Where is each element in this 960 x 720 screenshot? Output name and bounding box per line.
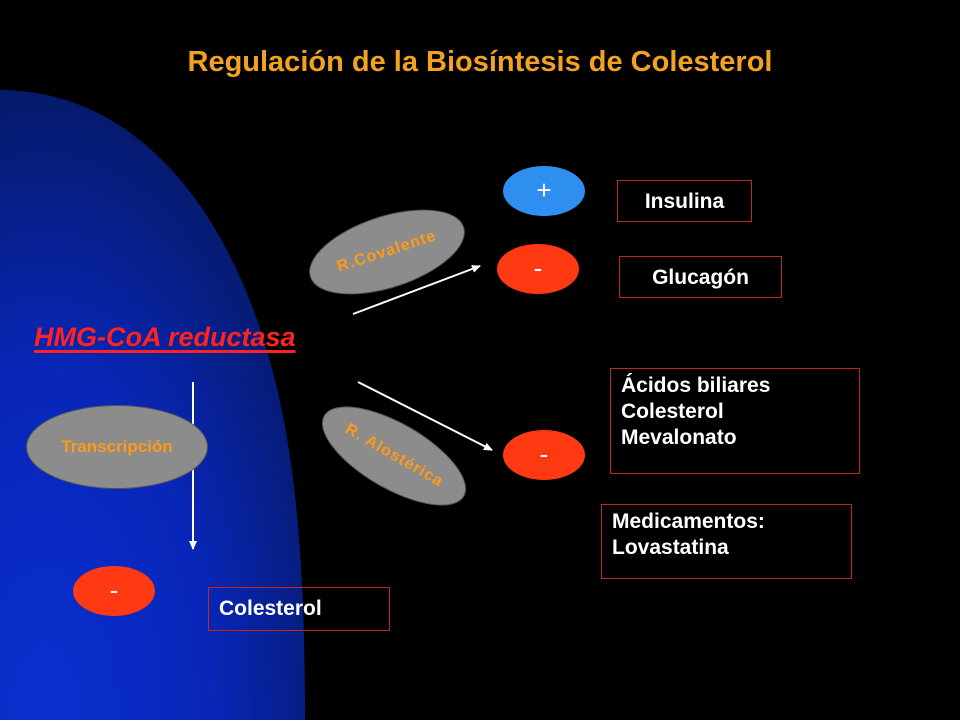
transcription-ellipse: Transcripción: [26, 405, 208, 489]
transcription-label: Transcripción: [61, 437, 173, 456]
drugs-box: Medicamentos: Lovastatina: [601, 504, 852, 579]
glucagon-box: Glucagón: [619, 256, 782, 298]
arrow-allosteric: [357, 381, 493, 451]
insulina-box: Insulina: [617, 180, 752, 222]
slide-title: Regulación de la Biosíntesis de Colester…: [187, 46, 773, 78]
insulin-positive-sign: +: [503, 166, 585, 216]
drugs-heading: Medicamentos:: [612, 510, 765, 533]
inhibitor-mevalonate: Mevalonato: [621, 426, 737, 449]
colesterol-box: Colesterol: [208, 587, 390, 631]
arrow-covalent: [352, 265, 481, 315]
inhibitor-bile-acids: Ácidos biliares: [621, 374, 771, 397]
drug-lovastatin: Lovastatina: [612, 536, 729, 559]
allosteric-negative-sign: -: [503, 430, 585, 480]
enzyme-label: HMG-CoA reductasa: [34, 322, 296, 352]
allosteric-inhibitors-box: Ácidos biliares Colesterol Mevalonato: [610, 368, 860, 474]
inhibitor-cholesterol: Colesterol: [621, 400, 724, 423]
glucagon-negative-sign: -: [497, 244, 579, 294]
transcription-negative-sign: -: [73, 566, 155, 616]
